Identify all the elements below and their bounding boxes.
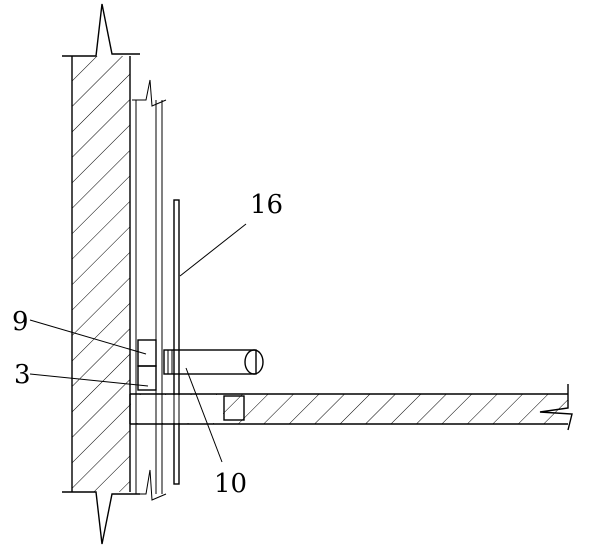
vertical-plate [132,79,167,501]
part-3-block [137,365,157,391]
label-9: 9 [12,307,29,337]
horizontal-slab [129,384,573,431]
label-16: 16 [250,190,283,220]
vertical-wall [62,3,140,545]
label-3: 3 [14,360,31,390]
part-16-strip [173,199,180,485]
part-9-block [137,339,157,367]
part-10-pin [163,349,264,375]
leader-lines [29,223,247,463]
label-10: 10 [214,469,247,499]
